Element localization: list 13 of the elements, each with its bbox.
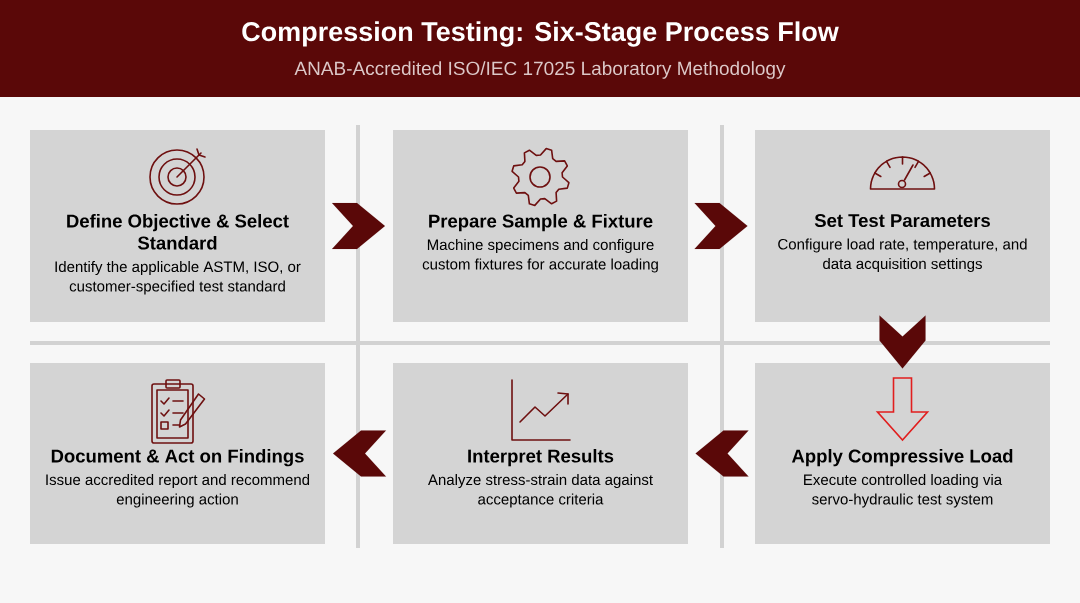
title: Compression Testing: Six-Stage Process Flow	[242, 21, 839, 47]
process-box: Prepare Sample & Fixture Machine specimens and configure custom fixtures for accurate loading	[393, 130, 688, 322]
chevron-arrow	[879, 315, 926, 369]
chevron-arrow	[331, 202, 386, 250]
chevron-arrow	[332, 430, 387, 477]
subtitle: ANAB-Accredited ISO/IEC 17025 Laboratory Methodology	[294, 61, 786, 79]
process-box: Interpret Results Analyze stress-strain data against acceptance criteria	[393, 363, 688, 544]
chevron-arrow	[695, 430, 749, 477]
process-box: Define Objective & Select Standard Identify the applicable ASTM, ISO, or customer-specified test standard	[30, 130, 325, 322]
process-box: Set Test Parameters Configure load rate, temperature, and data acquisition settings	[755, 130, 1050, 322]
chevron-arrow	[694, 202, 748, 250]
process-box: Document & Act on Findings Issue accredited report and recommend engineering action	[30, 363, 325, 544]
process-box: Apply Compressive Load Execute controlled loading via servo-hydraulic test system	[755, 363, 1050, 544]
